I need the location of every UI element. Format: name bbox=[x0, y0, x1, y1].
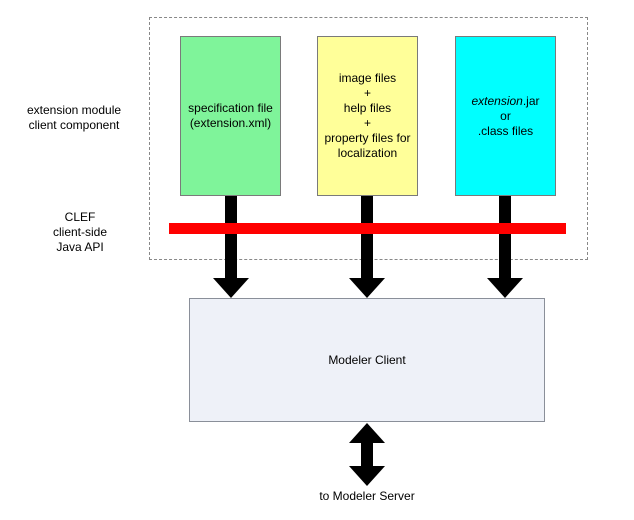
clef-api-bar bbox=[169, 223, 566, 234]
to-modeler-server-label: to Modeler Server bbox=[319, 489, 415, 503]
modeler-client-label: Modeler Client bbox=[328, 352, 406, 367]
extension-module-label: extension module client component bbox=[26, 103, 122, 132]
clef-api-label: CLEF client-side Java API bbox=[52, 210, 108, 254]
specification-file-box: specification file (extension.xml) bbox=[180, 36, 281, 196]
classes-to-client-arrow bbox=[487, 196, 523, 298]
spec-to-client-arrow bbox=[213, 196, 249, 298]
jar-line: extension.jar bbox=[471, 93, 540, 108]
class-files-box: extension.jar or .class files bbox=[455, 36, 556, 196]
resources-to-client-arrow bbox=[349, 196, 385, 298]
resource-files-box: image files + help files + property file… bbox=[317, 36, 418, 196]
modeler-client-box: Modeler Client bbox=[189, 298, 545, 422]
client-server-bidirectional-arrow bbox=[349, 423, 385, 486]
